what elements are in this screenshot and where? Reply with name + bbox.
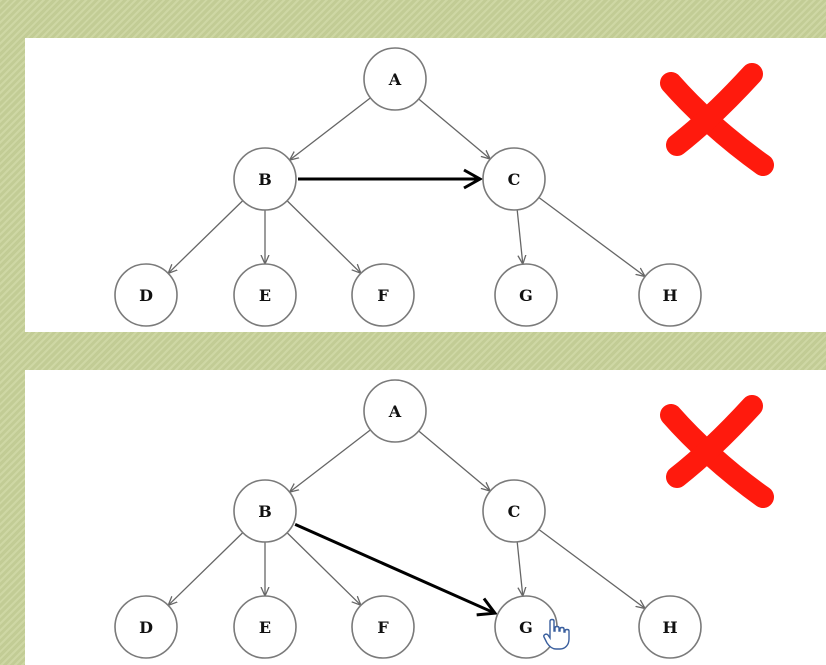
node-label: D bbox=[139, 286, 153, 305]
node-circle bbox=[482, 147, 546, 211]
node-label: C bbox=[508, 170, 521, 189]
node-label: A bbox=[388, 70, 402, 89]
diagram-panel-bottom: A B C D E F G H bbox=[25, 370, 826, 665]
node-label: B bbox=[258, 170, 272, 189]
node-b: B bbox=[233, 479, 297, 543]
node-circle bbox=[233, 147, 297, 211]
node-circle bbox=[351, 263, 415, 327]
node-label: H bbox=[662, 618, 677, 637]
node-circle bbox=[494, 263, 558, 327]
node-e: E bbox=[233, 595, 297, 659]
red-cross-icon bbox=[660, 395, 774, 508]
node-label: E bbox=[259, 286, 271, 305]
edge-b-d bbox=[169, 532, 244, 605]
tree-diagram-top: A B C D E F G H bbox=[114, 47, 774, 327]
edge-c-h bbox=[538, 528, 644, 607]
node-label: B bbox=[258, 502, 272, 521]
tree-diagram-bottom: A B C D E F G H bbox=[114, 379, 774, 659]
node-label: A bbox=[388, 402, 402, 421]
node-circle bbox=[482, 479, 546, 543]
node-a: A bbox=[363, 47, 427, 111]
node-label: G bbox=[519, 618, 533, 637]
edge-a-b bbox=[290, 97, 371, 160]
node-f: F bbox=[351, 595, 415, 659]
node-label: F bbox=[377, 286, 389, 305]
edge-a-b bbox=[290, 429, 371, 492]
node-circle bbox=[233, 263, 297, 327]
node-label: G bbox=[519, 286, 533, 305]
node-b: B bbox=[233, 147, 297, 211]
node-a: A bbox=[363, 379, 427, 443]
node-h: H bbox=[638, 595, 702, 659]
node-d: D bbox=[114, 595, 178, 659]
node-g: G bbox=[494, 595, 558, 659]
node-circle bbox=[114, 595, 178, 659]
node-circle bbox=[363, 47, 427, 111]
edge-c-g bbox=[516, 541, 523, 595]
node-e: E bbox=[233, 263, 297, 327]
edge-a-c bbox=[418, 98, 490, 158]
highlighted-arrow-b-g bbox=[294, 523, 498, 617]
node-g: G bbox=[494, 263, 558, 327]
edge-c-g bbox=[516, 209, 523, 263]
node-circle bbox=[233, 479, 297, 543]
edge-b-f bbox=[286, 200, 360, 273]
edge-b-d bbox=[169, 200, 244, 273]
node-label: E bbox=[259, 618, 271, 637]
node-label: D bbox=[139, 618, 153, 637]
node-circle bbox=[363, 379, 427, 443]
node-c: C bbox=[482, 479, 546, 543]
node-circle bbox=[351, 595, 415, 659]
node-c: C bbox=[482, 147, 546, 211]
node-d: D bbox=[114, 263, 178, 327]
edge-a-c bbox=[418, 430, 490, 490]
node-label: C bbox=[508, 502, 521, 521]
node-circle bbox=[638, 263, 702, 327]
node-circle bbox=[638, 595, 702, 659]
hand-pointer-icon bbox=[543, 618, 570, 650]
edge-c-h bbox=[538, 196, 644, 275]
node-circle bbox=[233, 595, 297, 659]
node-h: H bbox=[638, 263, 702, 327]
red-cross-icon bbox=[660, 63, 774, 176]
diagram-panel-top: A B C D E F G H bbox=[25, 38, 826, 332]
node-f: F bbox=[351, 263, 415, 327]
node-label: F bbox=[377, 618, 389, 637]
node-circle bbox=[114, 263, 178, 327]
edge-b-f bbox=[286, 532, 360, 605]
node-label: H bbox=[662, 286, 677, 305]
